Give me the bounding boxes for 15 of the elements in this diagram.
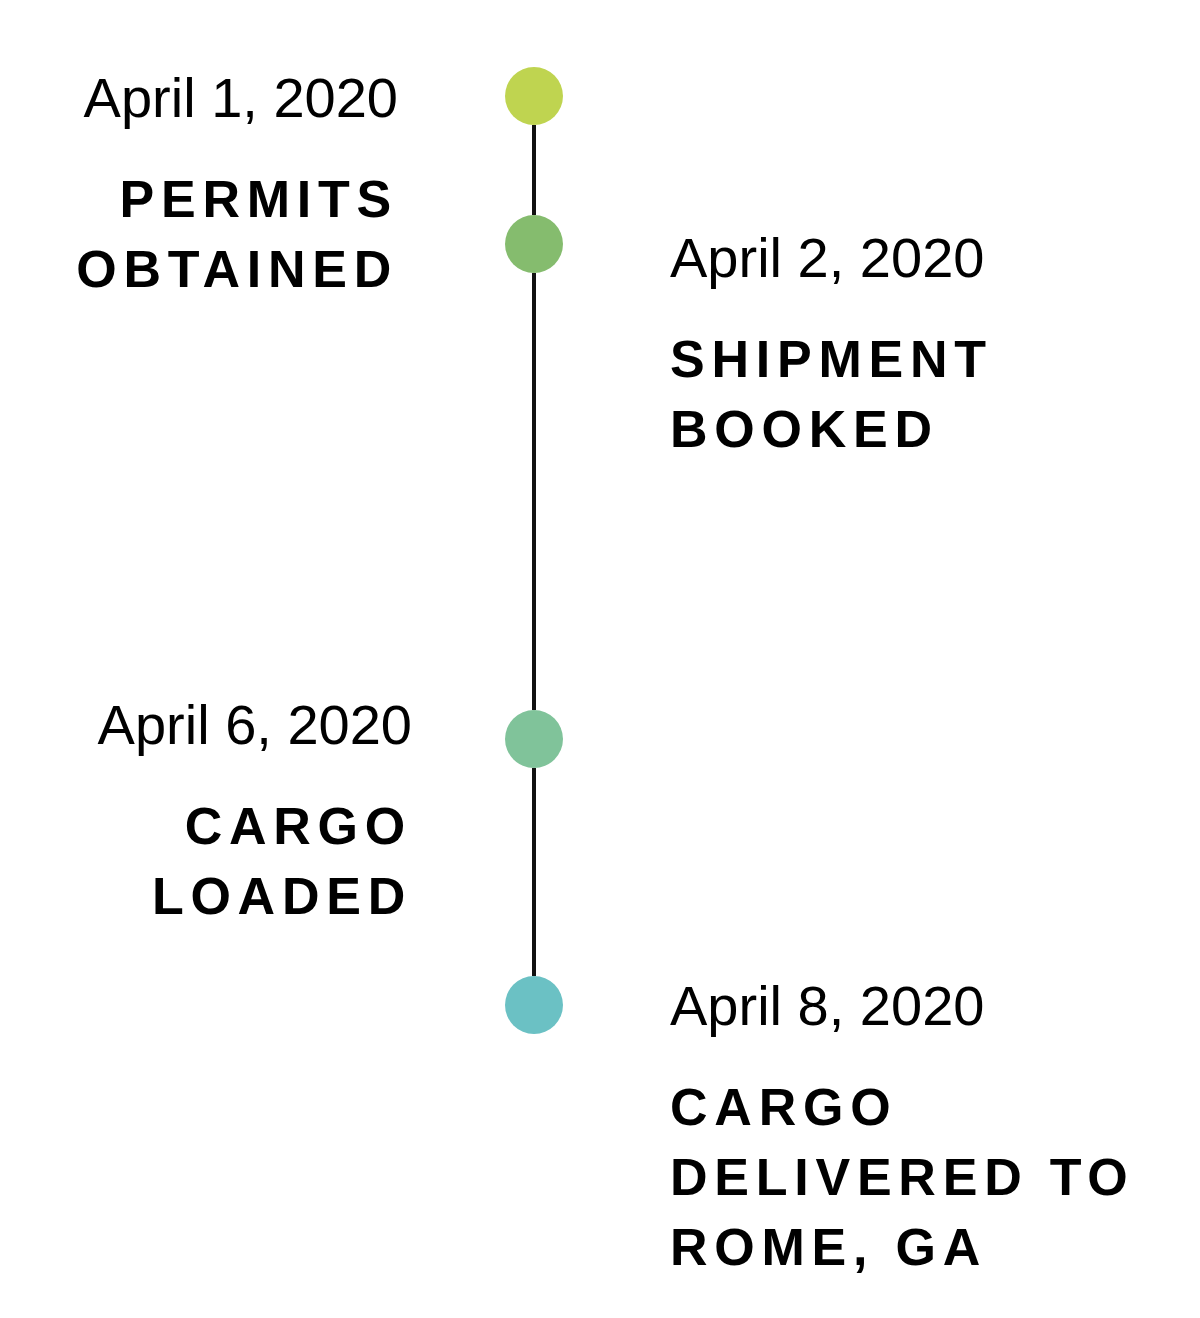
milestone-dot [505,215,563,273]
milestone-date: April 6, 2020 [97,695,412,755]
milestone-date: April 1, 2020 [83,68,398,128]
milestone-title: CARGO DELIVERED TO ROME, GA [670,1077,1136,1278]
milestone-title: CARGO LOADED [150,796,412,927]
milestone-date: April 2, 2020 [670,228,985,288]
milestone-dot [505,976,563,1034]
timeline-connector [532,125,536,215]
milestone-dot [505,67,563,125]
milestone-dot [505,710,563,768]
milestone-date: April 8, 2020 [670,976,985,1036]
timeline-connector [532,768,536,976]
timeline-connector [532,273,536,710]
milestone-title: SHIPMENT BOOKED [670,329,994,460]
milestone-title: PERMITS OBTAINED [75,169,398,300]
